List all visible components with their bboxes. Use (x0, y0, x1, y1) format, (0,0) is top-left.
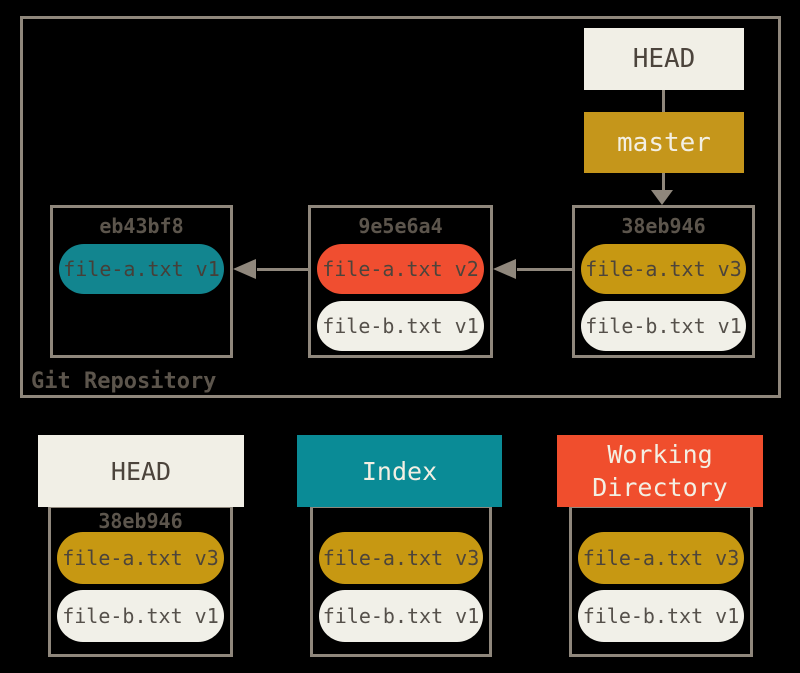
commit-parent-connector (257, 268, 308, 271)
file-pill-label: file-b.txt v1 (322, 604, 480, 628)
head-ref-box: HEAD (584, 28, 744, 90)
commit-box-38eb946: 38eb946 file-a.txt v3 file-b.txt v1 (572, 205, 755, 358)
arrow-down-icon (651, 190, 673, 205)
file-pill-label: file-a.txt v2 (322, 257, 479, 281)
file-pill-label: file-b.txt v1 (582, 604, 740, 628)
commit-box-eb43bf8: eb43bf8 file-a.txt v1 (50, 205, 233, 358)
git-repository-label: Git Repository (31, 369, 217, 394)
index-area-title: Index (361, 456, 438, 486)
head-area-box: 38eb946 file-a.txt v3 file-b.txt v1 (48, 505, 233, 657)
arrow-left-icon (233, 259, 256, 279)
file-pill: file-b.txt v1 (578, 590, 744, 642)
file-pill: file-a.txt v1 (59, 244, 224, 294)
file-pill-label: file-b.txt v1 (62, 604, 219, 628)
head-area-title: HEAD (110, 456, 172, 486)
commit-hash: 9e5e6a4 (358, 214, 443, 238)
file-pill-label: file-a.txt v3 (585, 257, 742, 281)
file-pill: file-a.txt v3 (319, 532, 483, 584)
working-directory-header: Working Directory (557, 435, 763, 507)
master-branch-box: master (584, 112, 744, 173)
index-area-header: Index (297, 435, 502, 507)
file-pill: file-a.txt v3 (578, 532, 744, 584)
file-pill: file-b.txt v1 (581, 301, 746, 351)
git-repository-box: Git Repository (20, 16, 781, 398)
head-area-header: HEAD (38, 435, 244, 507)
file-pill: file-b.txt v1 (57, 590, 224, 642)
file-pill: file-a.txt v3 (581, 244, 746, 294)
commit-box-9e5e6a4: 9e5e6a4 file-a.txt v2 file-b.txt v1 (308, 205, 493, 358)
file-pill: file-b.txt v1 (317, 301, 484, 351)
file-pill-label: file-a.txt v1 (63, 257, 220, 281)
working-directory-title: Working Directory (592, 440, 728, 502)
working-directory-box: file-a.txt v3 file-b.txt v1 (569, 505, 753, 657)
head-area-hash: 38eb946 (98, 509, 183, 533)
head-to-master-connector (662, 90, 665, 112)
commit-hash: 38eb946 (621, 214, 706, 238)
arrow-left-icon (493, 259, 516, 279)
commit-parent-connector (517, 268, 572, 271)
index-area-box: file-a.txt v3 file-b.txt v1 (310, 505, 492, 657)
master-branch-label: master (617, 127, 711, 158)
file-pill-label: file-a.txt v3 (62, 546, 219, 570)
file-pill: file-a.txt v2 (317, 244, 484, 294)
file-pill-label: file-b.txt v1 (322, 314, 479, 338)
file-pill: file-a.txt v3 (57, 532, 224, 584)
file-pill-label: file-a.txt v3 (322, 546, 480, 570)
file-pill-label: file-b.txt v1 (585, 314, 742, 338)
file-pill: file-b.txt v1 (319, 590, 483, 642)
commit-hash: eb43bf8 (99, 214, 184, 238)
master-to-commit-connector (662, 173, 665, 191)
head-ref-label: HEAD (632, 44, 696, 74)
file-pill-label: file-a.txt v3 (582, 546, 740, 570)
